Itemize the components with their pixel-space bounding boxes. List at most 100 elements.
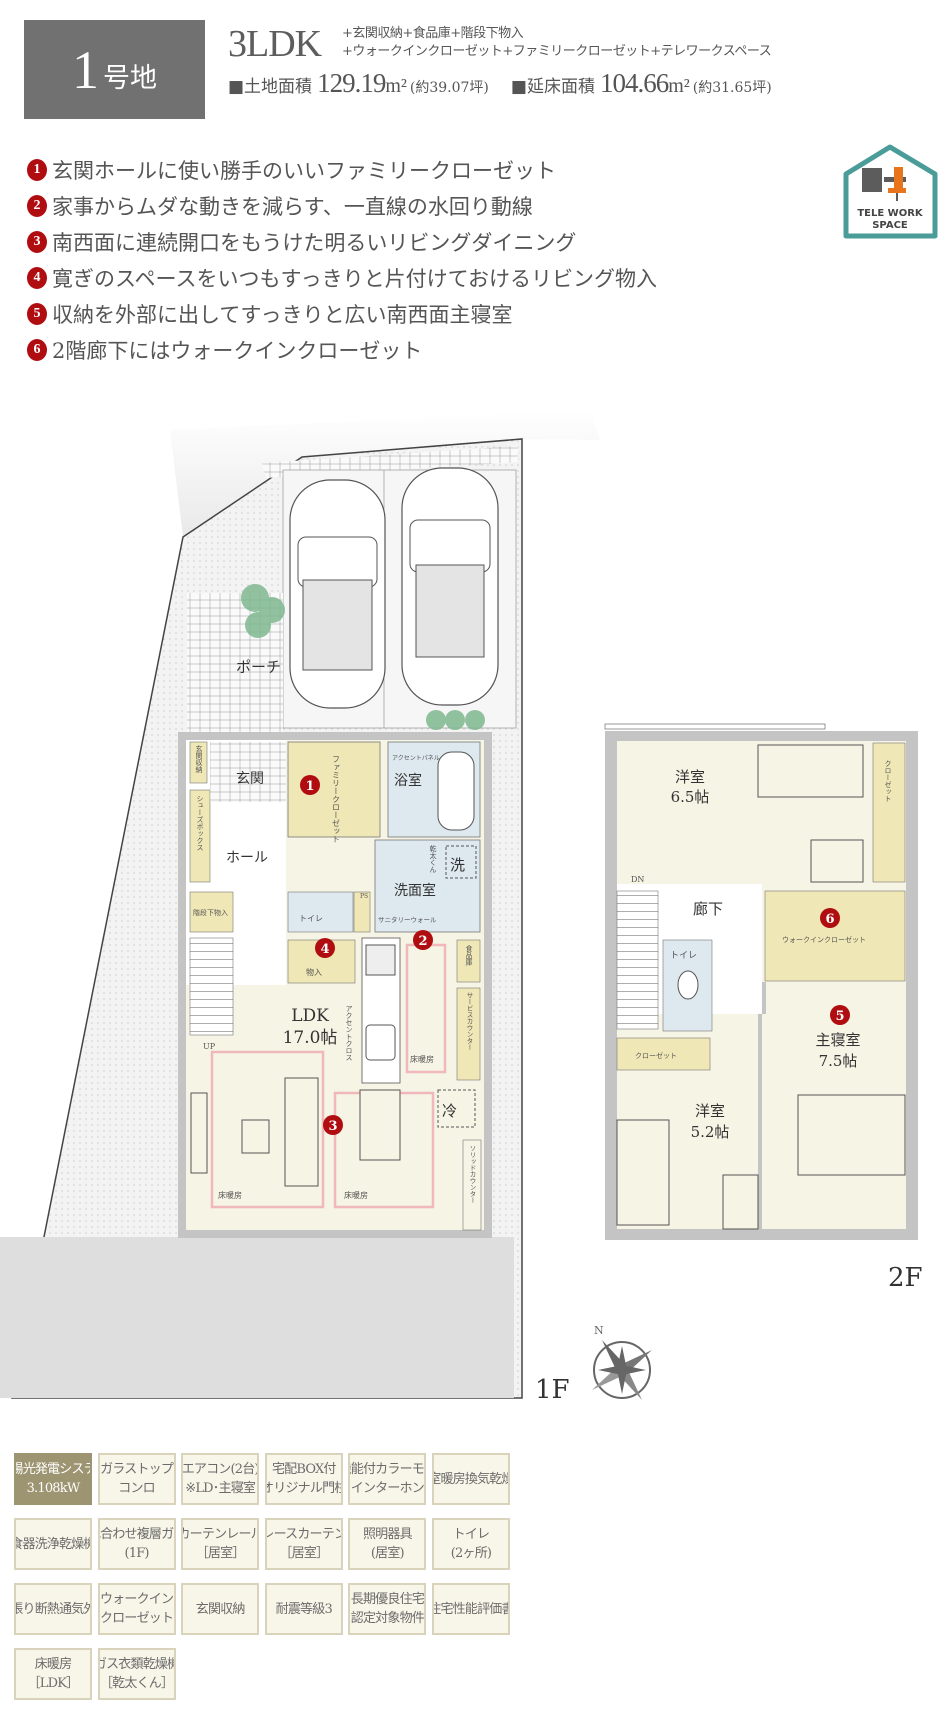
equipment-line-1: 住宅性能評価書 (431, 1601, 510, 1617)
floor-area-tsubo: (約31.65坪) (692, 80, 772, 96)
label-corridor: 廊下 (693, 900, 723, 918)
orange-chair-icon (894, 167, 903, 191)
equipment-line-1: 食器洗浄乾燥機 (14, 1536, 92, 1552)
label-walk-in-closet: ウォークインクローゼット (782, 935, 866, 944)
equipment-item: 外張り断熱通気外壁 (14, 1583, 92, 1635)
compass-icon: N (592, 1324, 652, 1400)
label-washer: 洗 (450, 856, 465, 874)
marker-5: 5 (830, 1005, 850, 1025)
equipment-line-1: エアコン(2台) (181, 1462, 259, 1477)
svg-text:5: 5 (835, 1009, 844, 1024)
layout-extras: +玄関収納+食品庫+階段下物入 +ウォークインクローゼット+ファミリークローゼッ… (342, 25, 772, 61)
feature-text: 玄関ホールに使い勝手のいいファミリークローゼット (52, 159, 556, 183)
label-accent-panel: アクセントパネル (392, 755, 440, 762)
equipment-item: ガラストップコンロ (97, 1453, 176, 1505)
label-western-room-1-size: 6.5帖 (671, 788, 710, 806)
telework-space-icon: TELE WORK SPACE (843, 144, 938, 239)
walk-in-closet (764, 890, 906, 982)
equipment-line-2: クローゼット (99, 1611, 174, 1626)
stairs-2f (616, 890, 659, 1030)
label-small-closet: クローゼット (635, 1051, 677, 1060)
marker-1: 1 (300, 775, 320, 795)
telework-label-1: TELE WORK (857, 208, 924, 219)
label-closet-2f: クローゼット (884, 760, 892, 802)
compass-north-label: N (594, 1324, 604, 1337)
service-counter (456, 987, 481, 1081)
equipment-line-1: 宅配BOX付 (271, 1462, 336, 1477)
svg-text:4: 4 (320, 942, 329, 957)
label-washroom: 洗面室 (394, 882, 436, 899)
label-solid-counter: ソリッドカウンター (468, 1145, 476, 1204)
equipment-line-1: 耐震等級3 (275, 1601, 333, 1617)
equipment-item: レースカーテン［居室］ (264, 1518, 343, 1570)
car-icon (401, 467, 499, 706)
equipment-line-1: 浴室暖房換気乾燥機 (434, 1471, 508, 1487)
svg-text:3: 3 (328, 1119, 337, 1134)
equipment-item: カーテンレール［居室］ (181, 1518, 260, 1570)
feature-text: 南西面に連続開口をもうけた明るいリビングダイニング (52, 231, 577, 255)
telework-label-2: SPACE (872, 220, 908, 231)
equipment-line-2: ※LD･主寝室 (185, 1481, 256, 1496)
land-area-unit: m² (385, 75, 407, 97)
toilet-1f (287, 891, 354, 933)
equipment-line-2: インターホン (350, 1481, 425, 1496)
floor-1f-label: 1F (535, 1375, 570, 1405)
desk-icon (722, 1174, 759, 1230)
equipment-line-2: ［乾太くん］ (99, 1676, 174, 1691)
svg-text:2: 2 (418, 934, 427, 949)
feature-number-badge: 2 (27, 195, 47, 217)
equipment-line-1: 玄関収納 (195, 1601, 246, 1617)
label-toilet-1f: トイレ (299, 914, 323, 923)
equipment-line-2: ［LDK］ (27, 1676, 80, 1691)
extras-line-1: +玄関収納+食品庫+階段下物入 (342, 26, 524, 41)
label-ldk: LDK (291, 1006, 329, 1026)
equipment-line-2: (2ヶ所) (450, 1546, 492, 1561)
equipment-line-2: (1F) (124, 1546, 149, 1561)
floor-heating-zone (210, 1050, 325, 1209)
equipment-item: 太陽光発電システム3.108kW (14, 1453, 92, 1505)
label-fridge: 冷 (442, 1102, 457, 1120)
equipment-line-1: 太陽光発電システム (16, 1462, 90, 1477)
equipment-line-1: 録画機能付カラーモニター (350, 1462, 424, 1477)
marker-3: 3 (323, 1115, 343, 1135)
gray-chair-icon (862, 168, 882, 192)
equipment-item: トイレ(2ヶ所) (431, 1518, 510, 1570)
floor-area-value: 104.66 (599, 68, 669, 98)
sofa-icon (284, 1077, 319, 1187)
fridge (437, 1089, 476, 1128)
label-dn: DN (631, 875, 644, 884)
label-western-room-2: 洋室 (695, 1102, 725, 1120)
label-entrance-storage: 玄関収納 (195, 744, 203, 774)
feature-text: 収納を外部に出してすっきりと広い南西面主寝室 (52, 303, 513, 327)
label-western-room-1: 洋室 (675, 768, 705, 786)
label-entrance: 玄関 (236, 770, 264, 787)
equipment-line-2: コンロ (118, 1481, 155, 1496)
label-floor-heating: 床暖房 (218, 1190, 242, 1200)
land-area-value: 129.19 (317, 68, 386, 98)
floor-area-unit: m² (668, 75, 690, 97)
equipment-line-1: 外張り断熱通気外壁 (16, 1601, 90, 1617)
equipment-item: 照明器具(居室) (348, 1518, 427, 1570)
feature-number-badge: 5 (27, 303, 47, 325)
label-floor-heating: 床暖房 (410, 1054, 434, 1064)
label-bath: 浴室 (394, 772, 422, 789)
bed-icon (757, 744, 864, 798)
label-shoebox: シューズボックス (196, 795, 204, 851)
equipment-line-1: 長期優良住宅 (350, 1592, 425, 1607)
bed-icon (797, 1094, 906, 1176)
land-area-label: ■土地面積 (228, 77, 313, 97)
small-closet (616, 1037, 711, 1071)
floor-area-label: ■延床面積 (510, 77, 595, 97)
equipment-line-1: 照明器具 (362, 1527, 413, 1542)
label-floor-heating: 床暖房 (344, 1190, 368, 1200)
label-pantry: 食品庫 (465, 944, 473, 967)
svg-text:6: 6 (825, 912, 834, 927)
marker-2: 2 (413, 930, 433, 950)
equipment-line-1: ウォークイン (99, 1592, 174, 1607)
label-storage: 物入 (306, 967, 322, 977)
